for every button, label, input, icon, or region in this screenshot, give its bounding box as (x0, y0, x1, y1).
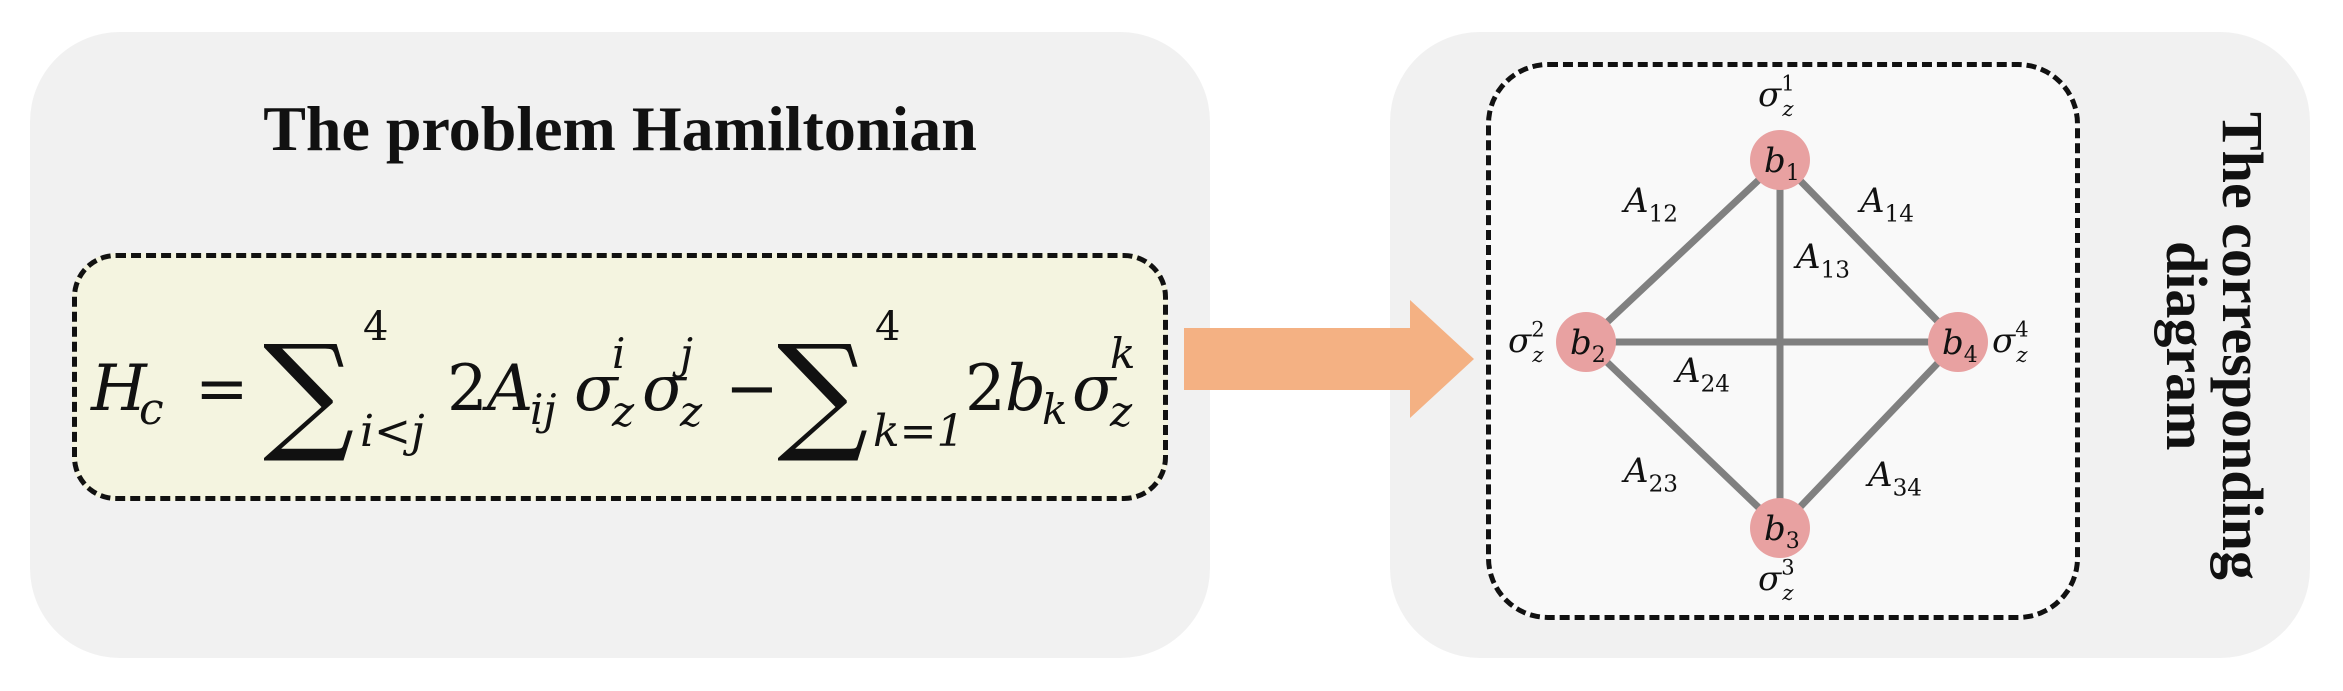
node-label-b4: b4 (1942, 323, 1978, 368)
edge-label-24: A24 (1673, 351, 1730, 398)
term2-coef: 2 (965, 352, 1006, 426)
node-label-b1: b1 (1764, 141, 1800, 186)
edge-label-23: A23 (1621, 451, 1678, 498)
sum1-symbol: ∑ (263, 318, 354, 467)
term1-A-sub: ij (530, 385, 556, 434)
formula-box: H c = ∑ 4 i<j 2 A ij σ i z σ j z − ∑ 4 k… (72, 253, 1168, 501)
formula-equals: = (195, 352, 249, 426)
term2-b: b (1005, 352, 1046, 426)
term1-sigma-j-sub: z (679, 387, 703, 436)
edge-label-12: A12 (1621, 181, 1678, 228)
edge-1-4 (1777, 157, 1961, 345)
graph-edges (1583, 157, 1961, 531)
node-b1 (1750, 130, 1810, 190)
node-label-b2: b2 (1570, 323, 1606, 368)
edge-label-13: A13 (1793, 237, 1850, 284)
sum1-lower: i<j (360, 406, 425, 457)
term2-sigma: σ (1072, 352, 1118, 426)
formula-lhs: H (90, 352, 148, 426)
hamiltonian-formula: H c = ∑ 4 i<j 2 A ij σ i z σ j z − ∑ 4 k… (90, 304, 1135, 467)
edge-1-2 (1583, 157, 1783, 345)
node-b2 (1556, 312, 1616, 372)
term1-sigma-i-sup: i (612, 329, 625, 378)
term1-A: A (482, 352, 533, 426)
formula-minus: − (725, 352, 779, 426)
term1-sigma-i-sub: z (611, 387, 635, 436)
term1-sigma-j: σ (642, 352, 688, 426)
edge-label-14: A14 (1857, 181, 1914, 228)
node-label-b3: b3 (1764, 509, 1800, 554)
sum2-lower: k=1 (873, 406, 965, 457)
right-arrow (1184, 300, 1474, 418)
term1-sigma-i: σ (574, 352, 620, 426)
diagram-title: The corresponding diagram (2154, 112, 2275, 580)
arrow-shape (1184, 300, 1474, 418)
edge-2-3 (1583, 339, 1783, 531)
term2-b-sub: k (1042, 385, 1067, 434)
formula-lhs-sub: c (139, 384, 164, 435)
hamiltonian-title: The problem Hamiltonian (263, 93, 977, 164)
edge-3-4 (1777, 339, 1961, 531)
sum2-symbol: ∑ (777, 318, 868, 467)
term1-coef: 2 (447, 352, 488, 426)
term2-sigma-sub: z (1109, 387, 1133, 436)
sum2-upper: 4 (875, 304, 900, 350)
graph-nodes: b1 b2 b3 b4 (1556, 130, 1988, 558)
term2-sigma-sup: k (1110, 329, 1135, 378)
sum1-upper: 4 (363, 304, 388, 350)
node-b3 (1750, 498, 1810, 558)
node-b4 (1928, 312, 1988, 372)
edge-label-34: A34 (1865, 455, 1922, 502)
